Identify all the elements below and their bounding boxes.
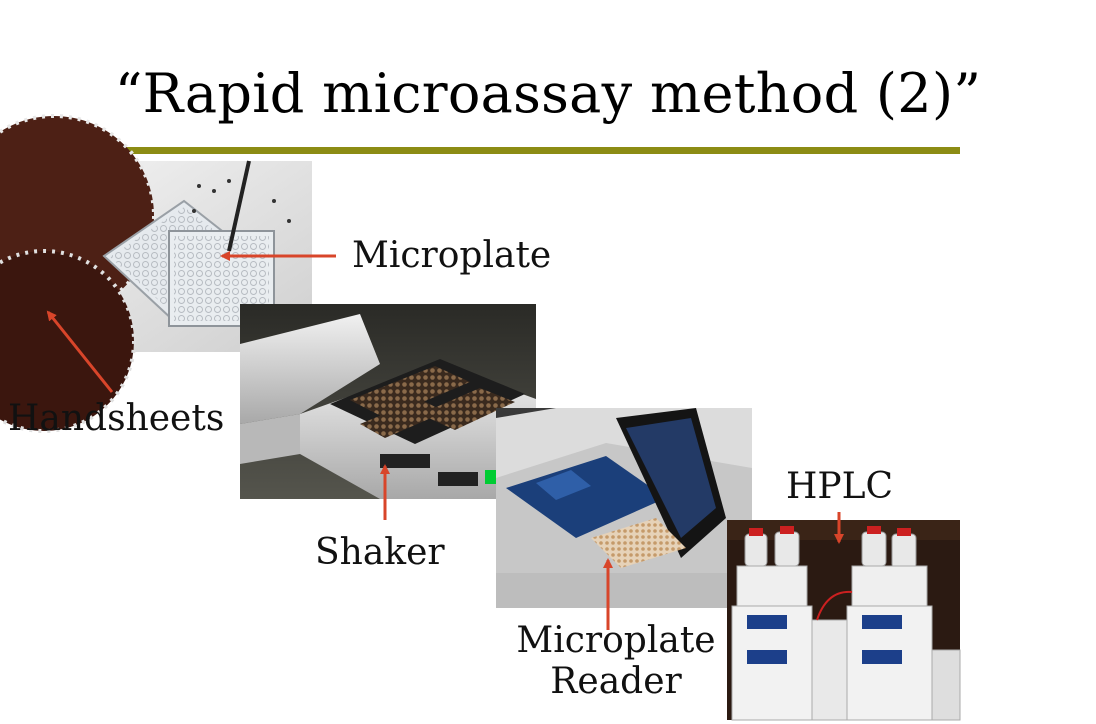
photo-shaker	[240, 304, 536, 499]
label-shaker: Shaker	[315, 532, 445, 573]
callout-arrows	[46, 251, 844, 630]
label-microplate-reader-line1: Microplate	[516, 620, 716, 661]
label-handsheets: Handsheets	[8, 398, 225, 439]
photo-hplc	[727, 520, 961, 721]
label-microplate-reader: Microplate Reader	[508, 620, 724, 703]
title-divider	[0, 147, 960, 154]
label-microplate: Microplate	[352, 235, 552, 276]
arrow-handsheets	[46, 310, 114, 393]
label-hplc: HPLC	[786, 466, 894, 507]
slide-title: “Rapid microassay method (2)”	[114, 62, 982, 125]
label-microplate-reader-line2: Reader	[550, 661, 682, 703]
photo-microplate-reader	[496, 408, 752, 608]
